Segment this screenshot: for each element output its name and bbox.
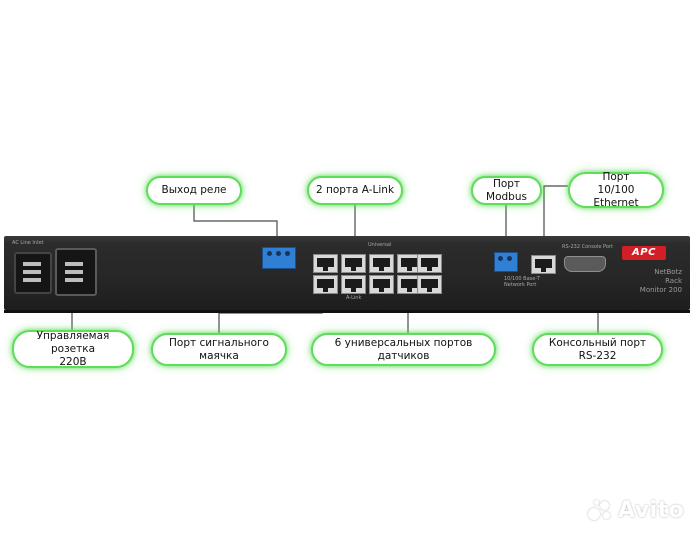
model-name: NetBotz Rack Monitor 200 [639, 268, 682, 294]
callout-relay-output: Выход реле [146, 176, 242, 205]
rj45-port-bottom-4 [397, 275, 422, 294]
relay-terminal-block [262, 247, 296, 269]
console-small-label: RS-232 Console Port [562, 244, 613, 250]
line-relay-output [193, 205, 278, 246]
ac-line-label: AC Line Inlet [12, 240, 44, 246]
rj45-port-top-1 [313, 254, 338, 273]
callout-beacon-port-text: Порт сигнального маячка [169, 336, 269, 362]
callout-switched-outlet-text: Управляемая розетка 220В [36, 329, 110, 368]
callout-modbus-port: Порт Modbus [471, 176, 542, 205]
callout-switched-outlet: Управляемая розетка 220В [12, 330, 134, 368]
db9-console-connector [564, 256, 606, 272]
apc-logo: APC [622, 246, 666, 260]
callout-sensor-ports: 6 универсальных портов датчиков [311, 333, 496, 366]
rj45-port-bottom-5 [417, 275, 442, 294]
callout-alink-ports-text: 2 порта A-Link [315, 184, 395, 196]
rj45-port-bottom-3 [369, 275, 394, 294]
avito-watermark-text: Avito [618, 498, 685, 523]
ac-inlet-socket [14, 252, 52, 294]
callout-ethernet-port: Порт 10/100 Ethernet [568, 170, 664, 209]
modbus-terminal-block [494, 252, 518, 272]
callout-ethernet-port-text: Порт 10/100 Ethernet [593, 170, 639, 209]
ports-top-label: Universal [368, 242, 392, 248]
rj45-port-bottom-1 [313, 275, 338, 294]
ethernet-small-label: 10/100 Base-T Network Port [504, 276, 540, 288]
callout-relay-output-text: Выход реле [161, 184, 227, 196]
rack-monitor-device: AC Line Inlet Universal A-Link 10/100 Ba… [4, 236, 690, 313]
callout-console-port: Консольный порт RS-232 [532, 333, 663, 366]
rj45-port-top-2 [341, 254, 366, 273]
callout-beacon-port: Порт сигнального маячка [151, 333, 287, 366]
switched-outlet-socket [55, 248, 97, 296]
callout-alink-ports: 2 порта A-Link [307, 176, 403, 205]
ethernet-rj45-port [531, 255, 556, 274]
rj45-port-top-5 [417, 254, 442, 273]
rj45-port-top-3 [369, 254, 394, 273]
avito-watermark: Avito [588, 498, 684, 523]
rj45-port-bottom-2 [341, 275, 366, 294]
callout-modbus-port-text: Порт Modbus [486, 177, 527, 203]
callout-sensor-ports-text: 6 универсальных портов датчиков [334, 336, 473, 362]
rj45-port-top-4 [397, 254, 422, 273]
alink-small-label: A-Link [346, 295, 362, 301]
callout-console-port-text: Консольный порт RS-232 [548, 336, 647, 362]
avito-logo-icon [588, 499, 614, 523]
